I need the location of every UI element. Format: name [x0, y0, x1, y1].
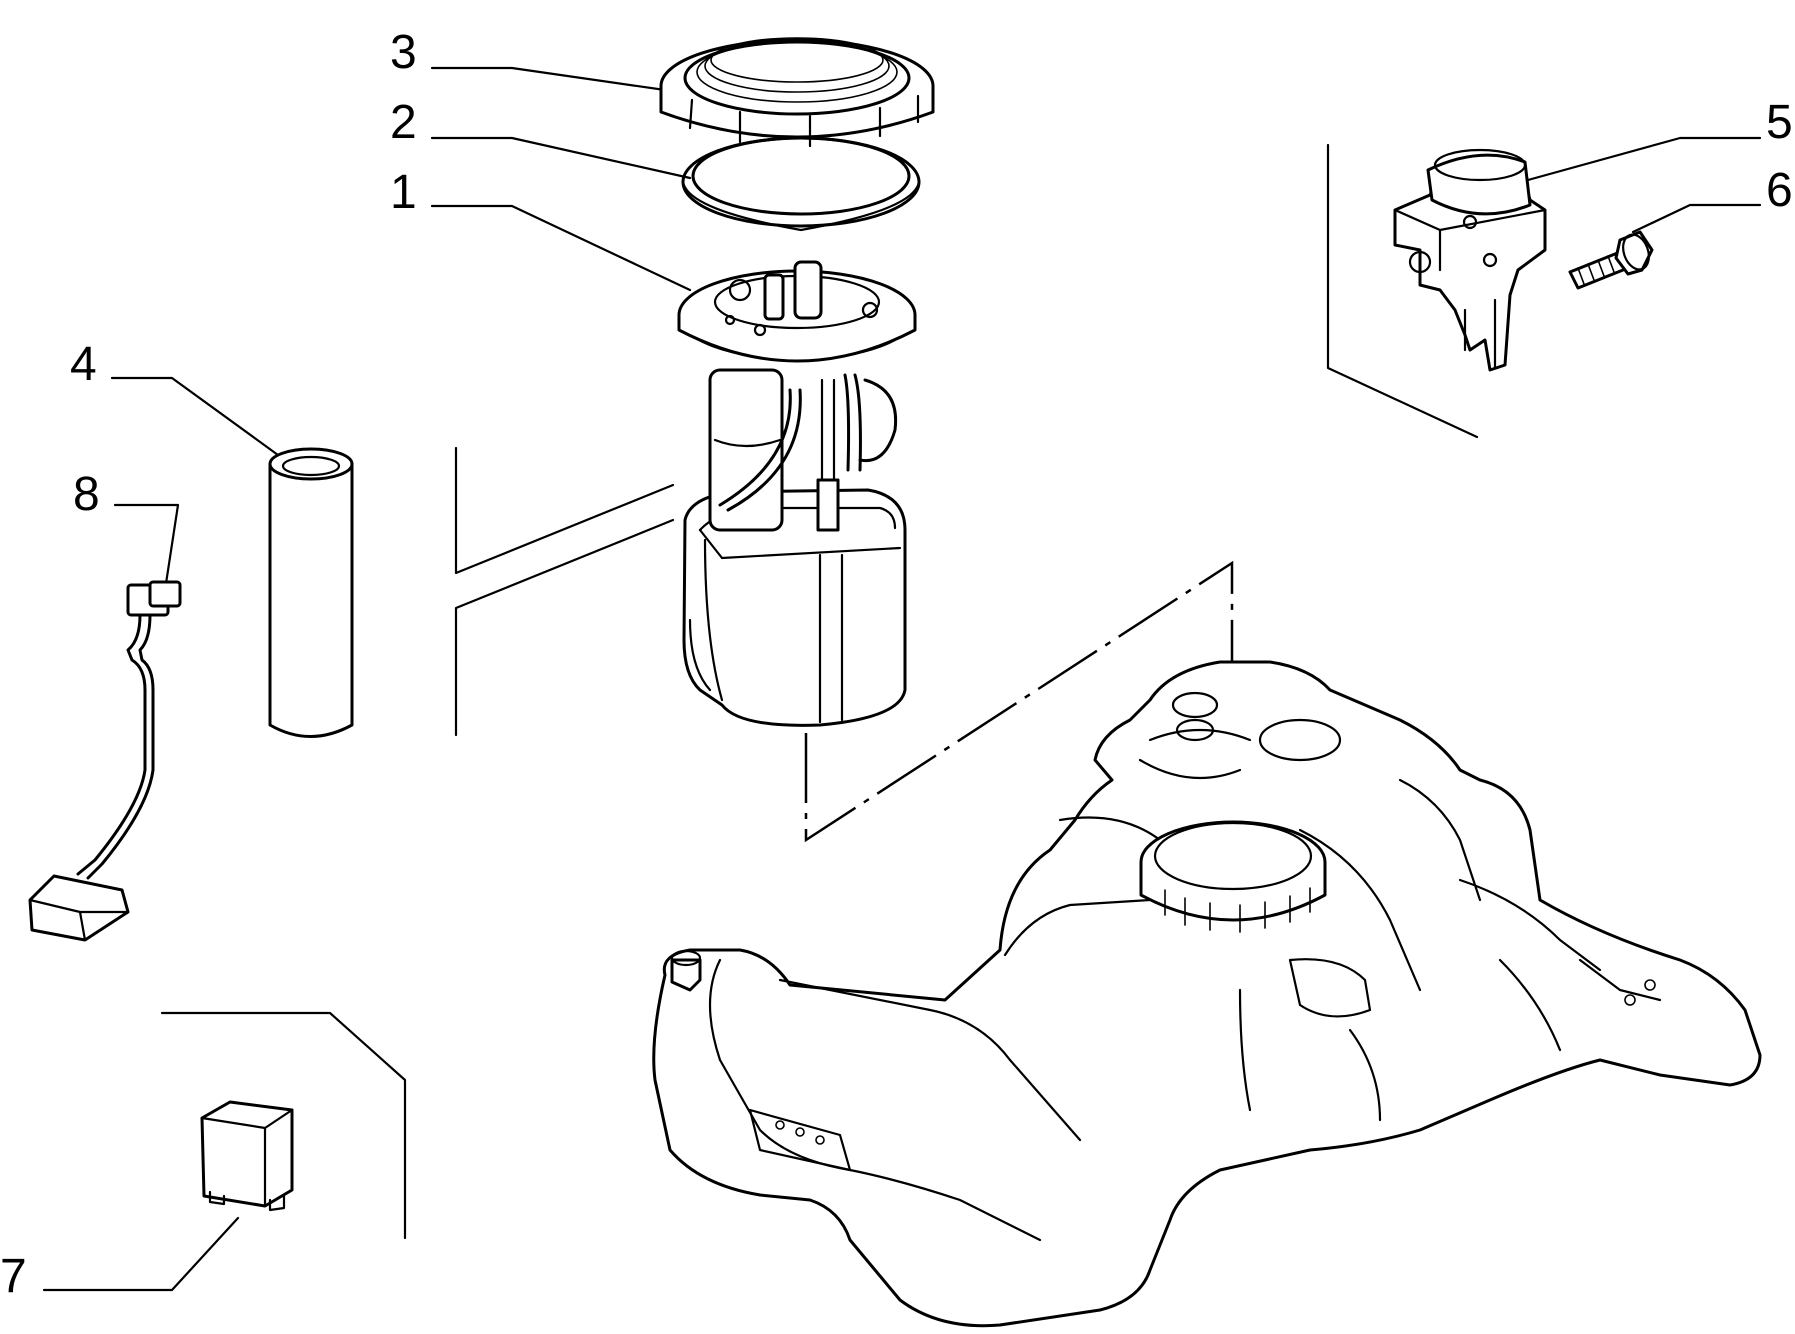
inertia-switch-icon — [1393, 148, 1547, 372]
bracket-pump-lower — [454, 518, 675, 737]
callout-number-8: 8 — [73, 468, 100, 521]
callout-number-5: 5 — [1766, 96, 1793, 149]
callout-number-1: 1 — [390, 166, 417, 219]
seal-ring-icon — [681, 136, 921, 232]
filter-sleeve-icon — [268, 447, 354, 738]
leader-lines — [42, 66, 1762, 1292]
bolt-icon — [1568, 230, 1654, 290]
leader-line-3 — [430, 66, 667, 92]
callout-number-7: 7 — [0, 1250, 27, 1303]
bracket-relay — [160, 1011, 407, 1240]
level-sender-icon — [28, 580, 182, 942]
locking-ring-nut-icon — [659, 37, 935, 148]
leader-line-1 — [430, 204, 692, 292]
fuel-tank-icon — [652, 660, 1762, 1328]
callout-number-3: 3 — [390, 26, 417, 79]
group-brackets — [160, 143, 1479, 1240]
callout-number-4: 4 — [70, 338, 97, 391]
leader-line-7 — [42, 1216, 240, 1292]
leader-line-5 — [1526, 136, 1762, 182]
bracket-pump — [454, 446, 675, 575]
leader-line-6 — [1631, 203, 1762, 234]
bracket-switch — [1326, 143, 1479, 439]
leader-line-8 — [113, 503, 180, 592]
callout-number-2: 2 — [390, 96, 417, 149]
leader-line-4 — [110, 376, 280, 457]
callout-number-6: 6 — [1766, 164, 1793, 217]
leader-line-2 — [430, 136, 692, 180]
relay-icon — [200, 1100, 294, 1212]
fuel-pump-assembly-icon — [677, 260, 917, 727]
